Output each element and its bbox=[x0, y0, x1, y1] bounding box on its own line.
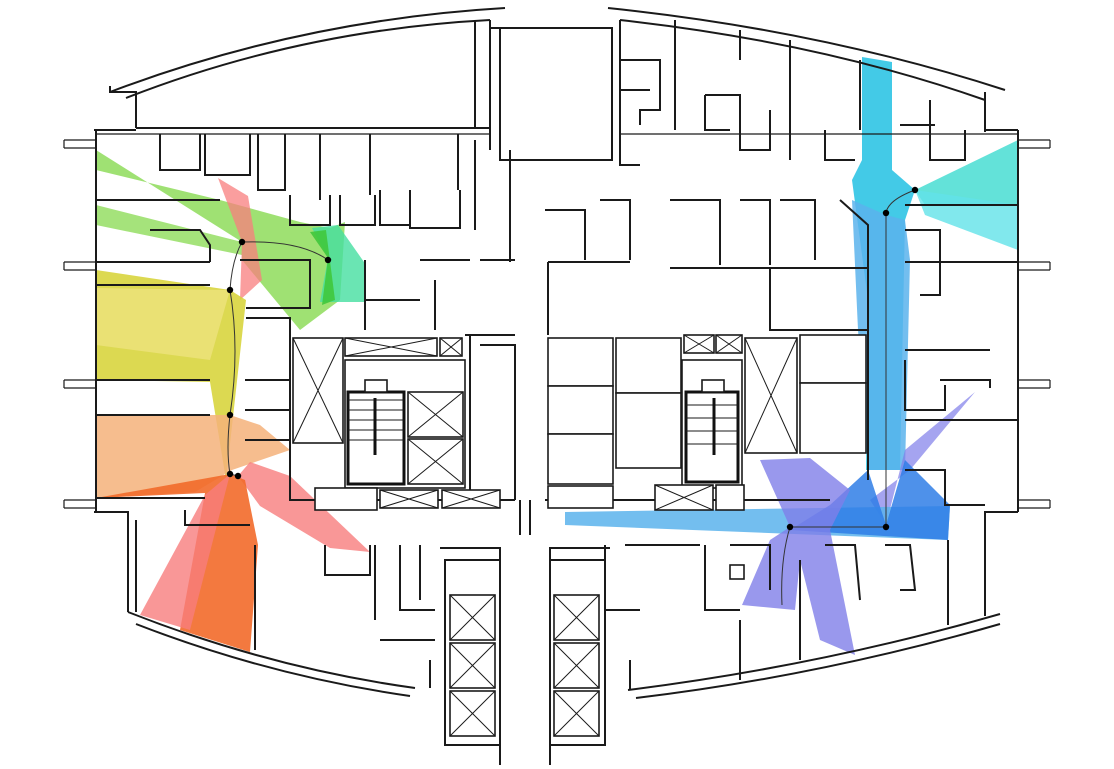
left-route-path bbox=[227, 241, 329, 477]
walking-routes bbox=[227, 189, 916, 606]
right-route-path bbox=[781, 189, 916, 606]
isovist-fans-left bbox=[96, 150, 370, 652]
isovist-teal bbox=[915, 140, 1018, 205]
isovist-violet bbox=[742, 458, 855, 655]
isovist-green-upper bbox=[96, 150, 345, 330]
right-route-node bbox=[911, 186, 919, 194]
isovist-peach bbox=[96, 415, 290, 498]
right-route-node bbox=[882, 523, 890, 531]
left-route-node bbox=[324, 256, 332, 264]
isovist-green-dark bbox=[310, 230, 335, 305]
isovist-red-lower bbox=[140, 474, 230, 630]
left-route-node bbox=[226, 470, 234, 478]
core-left bbox=[292, 334, 516, 511]
isovist-salmon-right bbox=[238, 462, 370, 552]
elevator-banks bbox=[440, 500, 610, 765]
route-nodes bbox=[226, 186, 919, 531]
building-shell bbox=[63, 7, 1051, 699]
right-route-node bbox=[786, 523, 794, 531]
left-route-node bbox=[226, 286, 234, 294]
isovist-red-upper bbox=[218, 178, 262, 300]
right-route-node bbox=[882, 209, 890, 217]
left-route-node bbox=[234, 472, 242, 480]
core-right bbox=[545, 262, 867, 511]
isovist-pale-yellow bbox=[96, 288, 230, 360]
left-route-node bbox=[226, 411, 234, 419]
left-route-node bbox=[238, 238, 246, 246]
left-wing-walls bbox=[96, 128, 515, 688]
